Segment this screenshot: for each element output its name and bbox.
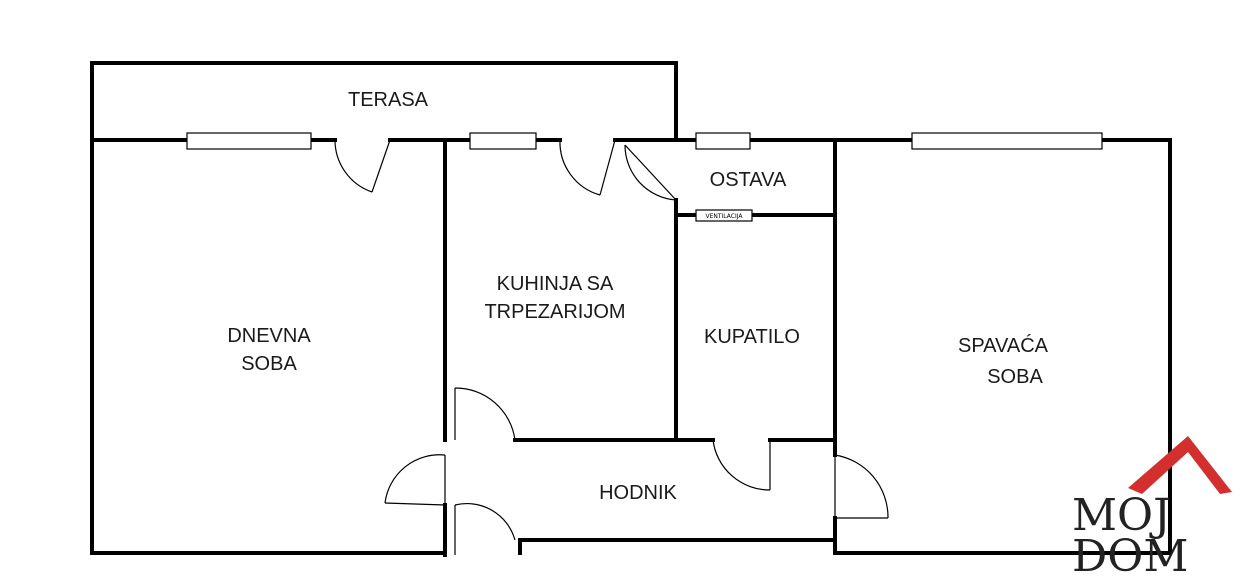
label-kupatilo: KUPATILO [704,326,800,348]
window-ostava [695,132,751,150]
label-ostava: OSTAVA [710,169,787,191]
window-spavaca [911,132,1103,150]
label-dnevna-2: SOBA [241,353,297,375]
roof-icon [1128,436,1232,494]
label-dnevna-1: DNEVNA [227,325,311,347]
label-kuhinja-1: KUHINJA SA [497,273,614,295]
label-ventilacija: VENTILACIJA [705,213,743,220]
room-labels: TERASA OSTAVA VENTILACIJA KUHINJA SA TRP… [227,89,1048,504]
label-hodnik: HODNIK [599,482,677,504]
moj-dom-logo: MOJ DOM [1072,436,1232,582]
windows [186,132,1103,222]
doors [334,139,889,555]
logo-line1: MOJ [1072,490,1171,541]
window-dnevna [186,132,312,150]
label-spavaca-2: SOBA [987,366,1043,388]
vent-box [695,209,753,222]
walls [90,61,1172,557]
window-kuhinja [469,132,537,150]
logo-line2: DOM [1072,531,1188,582]
label-kuhinja-2: TRPEZARIJOM [484,301,625,323]
label-spavaca-1: SPAVAĆA [958,334,1049,357]
label-terasa: TERASA [348,89,429,111]
